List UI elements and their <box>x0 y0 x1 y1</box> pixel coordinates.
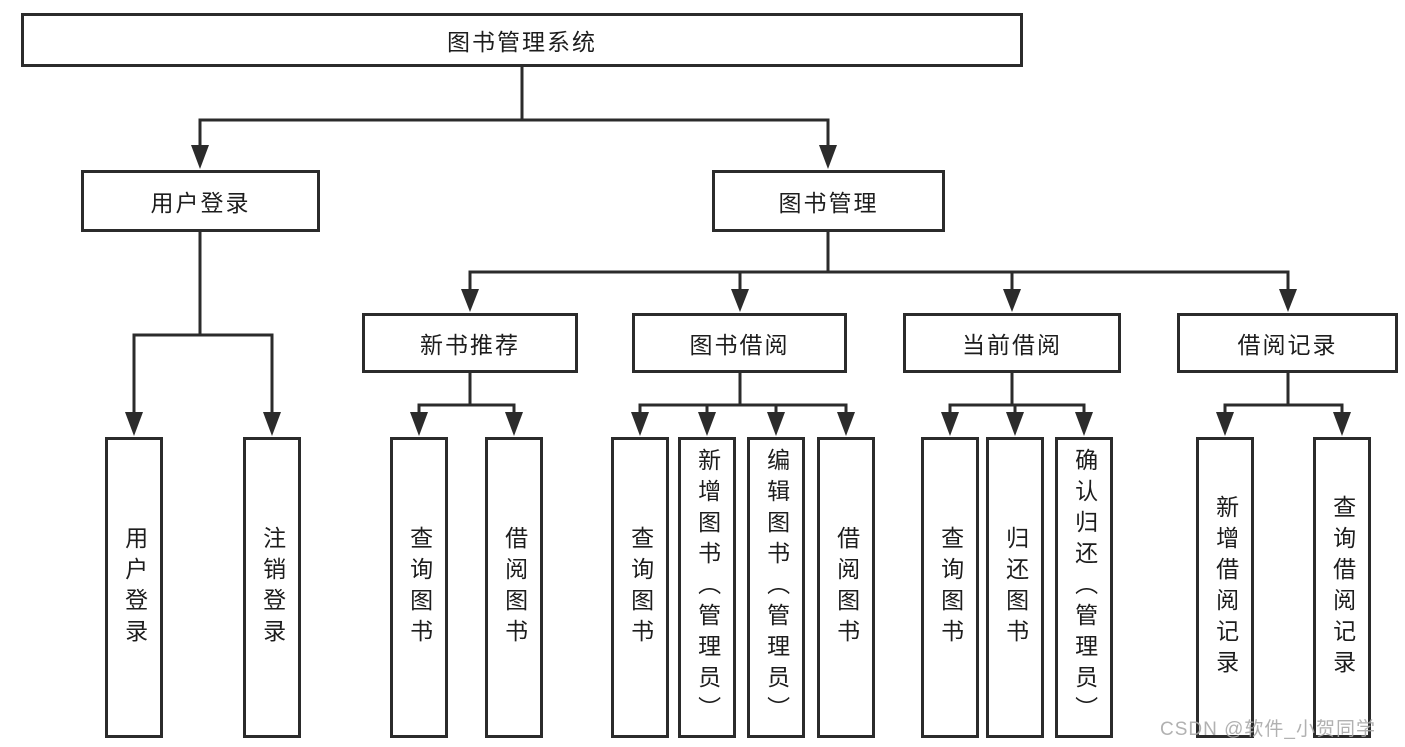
leaf-query-books-recommend: 查询图书 <box>390 437 448 738</box>
leaf-query-books-borrow: 查询图书 <box>611 437 669 738</box>
leaf-borrow-books: 借阅图书 <box>817 437 875 738</box>
node-borrow-records: 借阅记录 <box>1177 313 1398 373</box>
node-label: 查询图书 <box>406 525 433 650</box>
node-label: 新书推荐 <box>420 332 520 358</box>
node-new-book-recommend: 新书推荐 <box>362 313 578 373</box>
node-book-borrow: 图书借阅 <box>632 313 847 373</box>
node-book-management: 图书管理 <box>712 170 945 232</box>
connector-new-book-branch <box>410 372 523 436</box>
leaf-new-borrow-record: 新增借阅记录 <box>1196 437 1254 738</box>
connector-root-branch <box>191 66 837 169</box>
node-label: 借阅图书 <box>833 525 860 650</box>
node-label: 图书借阅 <box>689 332 790 358</box>
connector-user-login-branch <box>125 231 281 436</box>
leaf-edit-book-admin: 编辑图书（管理员） <box>747 437 805 738</box>
node-user-login: 用户登录 <box>81 170 320 232</box>
csdn-watermark: CSDN @软件_小贺同学 <box>1160 719 1376 740</box>
leaf-add-book-admin: 新增图书（管理员） <box>678 437 736 738</box>
leaf-borrow-books-recommend: 借阅图书 <box>485 437 543 738</box>
connector-book-management-branch <box>461 231 1297 312</box>
leaf-query-borrow-record: 查询借阅记录 <box>1313 437 1371 738</box>
connector-book-borrow-branch <box>631 372 855 436</box>
node-label: 新增借阅记录 <box>1212 494 1239 681</box>
node-current-borrow: 当前借阅 <box>903 313 1121 373</box>
node-label: 用户登录 <box>121 525 148 650</box>
connector-current-borrow-branch <box>941 372 1093 436</box>
leaf-logout: 注销登录 <box>243 437 301 738</box>
leaf-query-books-current: 查询图书 <box>921 437 979 738</box>
leaf-return-book: 归还图书 <box>986 437 1044 738</box>
node-label: 查询图书 <box>627 525 654 650</box>
node-label: 图书管理系统 <box>447 29 597 55</box>
node-label: 归还图书 <box>1002 525 1029 650</box>
node-label: 当前借阅 <box>962 332 1062 358</box>
node-label: 查询图书 <box>937 525 964 650</box>
node-label: 新增图书（管理员） <box>694 448 721 727</box>
node-label: 用户登录 <box>150 190 251 216</box>
connector-borrow-record-branch <box>1216 372 1351 436</box>
node-library-management-system: 图书管理系统 <box>21 13 1023 67</box>
node-label: 查询借阅记录 <box>1329 494 1356 681</box>
leaf-user-login: 用户登录 <box>105 437 163 738</box>
node-label: 注销登录 <box>259 525 286 650</box>
node-label: 确认归还（管理员） <box>1071 448 1098 727</box>
leaf-confirm-return-admin: 确认归还（管理员） <box>1055 437 1113 738</box>
node-label: 图书管理 <box>778 190 879 216</box>
node-label: 借阅图书 <box>501 525 528 650</box>
node-label: 借阅记录 <box>1237 332 1338 358</box>
node-label: 编辑图书（管理员） <box>763 448 790 727</box>
